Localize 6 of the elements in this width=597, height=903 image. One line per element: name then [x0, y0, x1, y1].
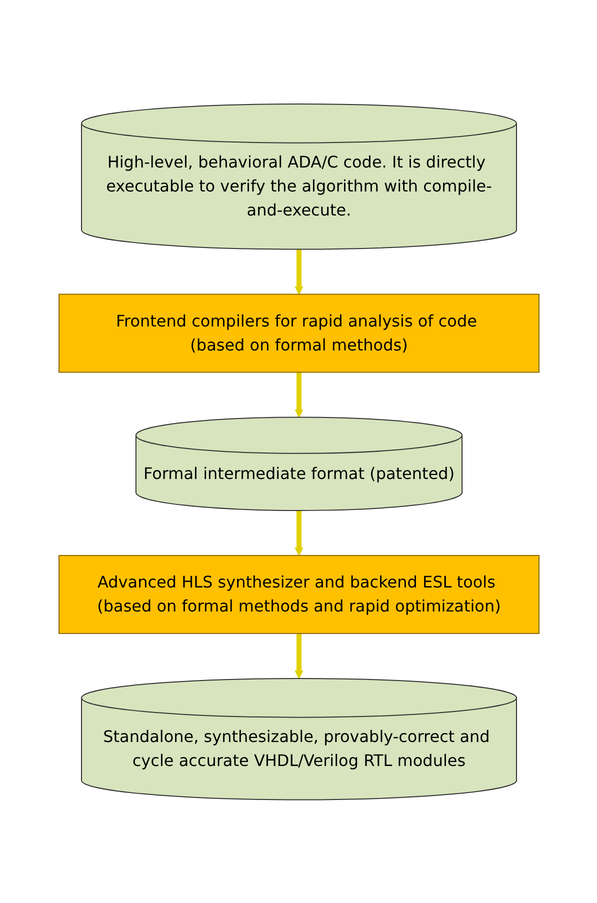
node-box: Advanced HLS synthesizer and backend ESL tools (based on formal methods and rapid optimization): [58, 554, 539, 634]
arrow: [294, 633, 303, 678]
node-box: Frontend compilers for rapid analysis of code (based on formal methods): [58, 293, 539, 372]
arrow: [294, 510, 303, 556]
arrow: [294, 248, 303, 294]
arrow: [294, 372, 303, 418]
